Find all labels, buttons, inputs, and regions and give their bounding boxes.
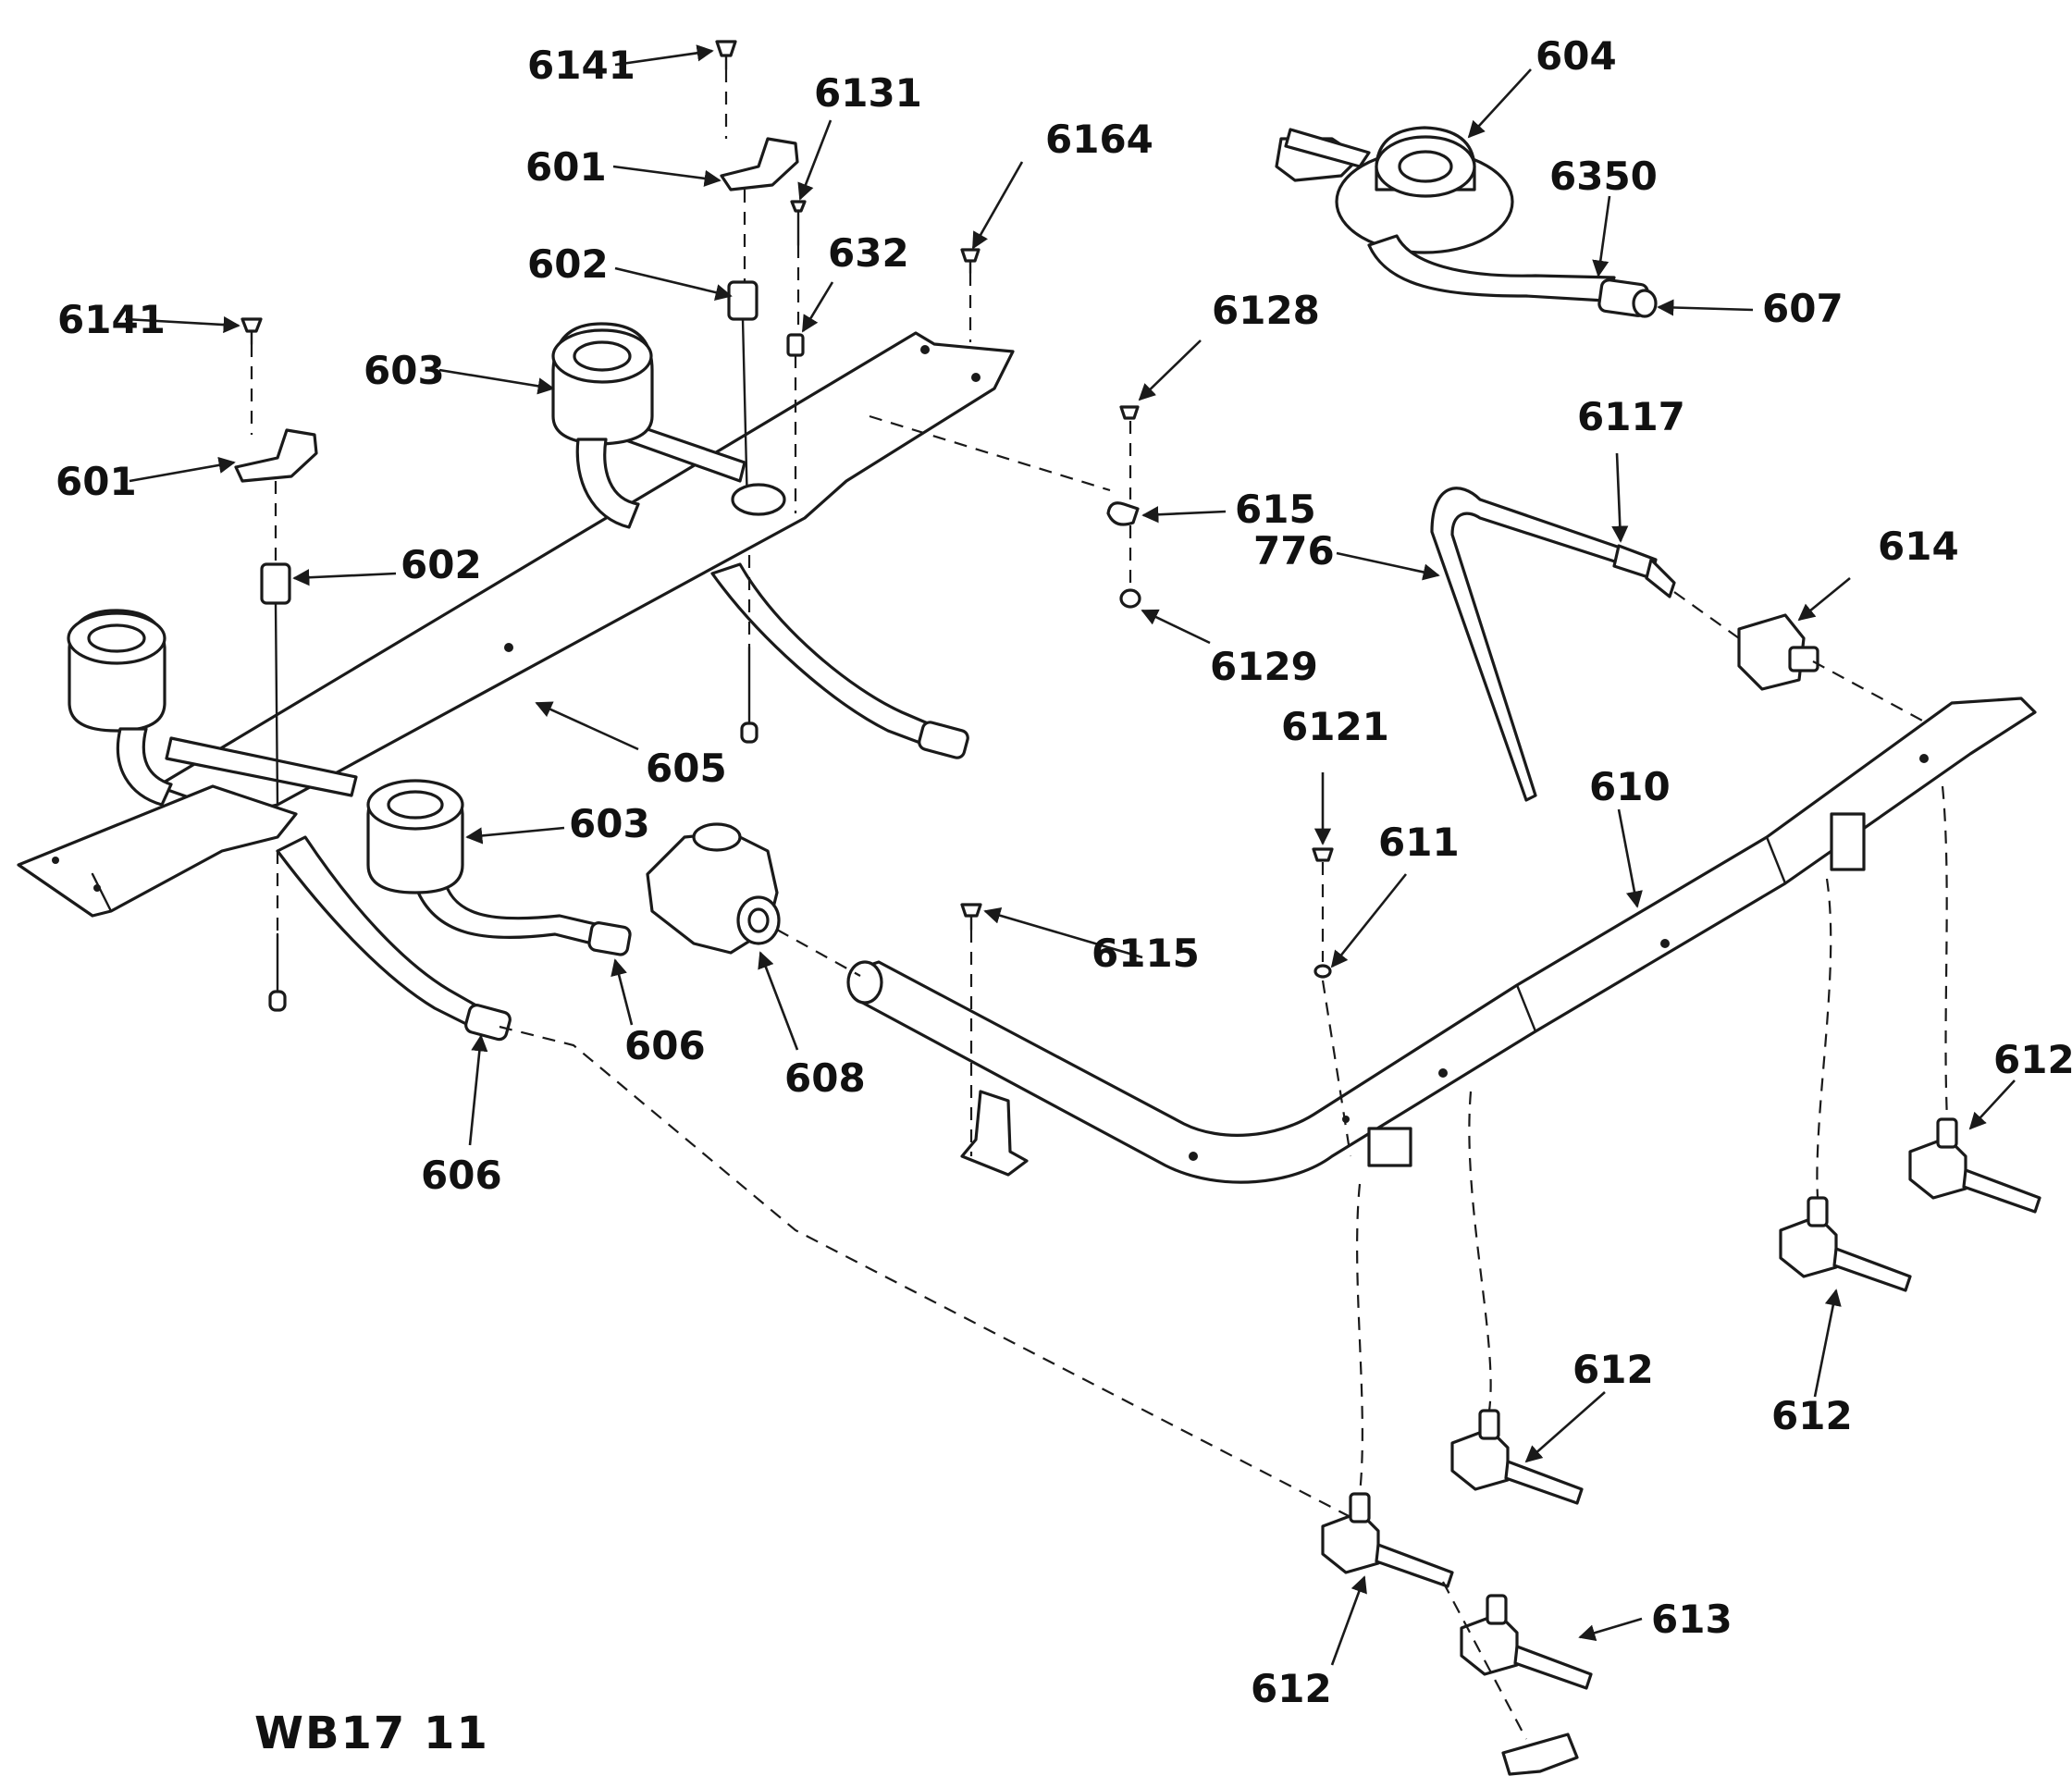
callout-613: 613: [1651, 1597, 1733, 1642]
brackets-and-rods-left: [234, 40, 980, 1012]
callout-6141: 6141: [527, 43, 635, 88]
burner-rear-603: [551, 322, 654, 529]
callout-labels: 6141 601 6131 602 632 6164 6141 603 601 …: [56, 33, 2072, 1759]
valve-612-a: [1321, 1492, 1454, 1588]
callout-612: 612: [1771, 1393, 1853, 1438]
pressure-regulator-608: [646, 822, 781, 955]
valve-614: [1737, 613, 1819, 691]
tube-776: [1430, 487, 1676, 802]
callout-607: 607: [1762, 286, 1844, 331]
callout-604: 604: [1536, 33, 1617, 79]
callout-6141: 6141: [57, 297, 166, 342]
callout-6115: 6115: [1092, 931, 1200, 976]
callout-6117: 6117: [1577, 394, 1685, 439]
callout-603: 603: [569, 801, 650, 846]
burner-support-605: [17, 331, 1015, 918]
callout-603: 603: [364, 348, 445, 393]
callout-6350: 6350: [1549, 154, 1658, 199]
callout-614: 614: [1878, 524, 1959, 569]
callout-6121: 6121: [1281, 704, 1389, 749]
callout-605: 605: [646, 746, 727, 791]
callout-6128: 6128: [1212, 288, 1320, 333]
figure-code: WB17 11: [254, 1708, 489, 1759]
callout-6164: 6164: [1045, 117, 1153, 162]
valve-612-d: [1908, 1117, 2041, 1214]
callout-632: 632: [828, 230, 909, 276]
valve-612-c: [1779, 1196, 1912, 1292]
callout-612: 612: [1251, 1666, 1332, 1711]
callout-601: 601: [525, 144, 607, 190]
callout-611: 611: [1378, 820, 1460, 865]
callout-6131: 6131: [814, 70, 922, 116]
burner-oven-604: [1275, 126, 1658, 318]
callout-606: 606: [624, 1023, 706, 1068]
burner-left-603: [67, 609, 173, 807]
burner-front-603: [366, 779, 464, 894]
callout-610: 610: [1589, 764, 1671, 809]
callout-6129: 6129: [1210, 644, 1318, 689]
knob-613: [1501, 1733, 1579, 1776]
callout-615: 615: [1235, 487, 1316, 532]
clip-parts: [960, 405, 1334, 979]
leader-arrows: [124, 44, 2016, 1666]
dashed-connectors: [250, 69, 1949, 1740]
callout-601: 601: [56, 459, 137, 504]
callout-776: 776: [1253, 528, 1335, 574]
callout-602: 602: [401, 542, 482, 587]
callout-612: 612: [1993, 1037, 2072, 1082]
callout-608: 608: [784, 1055, 866, 1101]
valve-612-b: [1450, 1409, 1584, 1505]
callout-602: 602: [527, 241, 609, 287]
manifold-610: [846, 697, 2037, 1184]
valve-612-e: [1460, 1594, 1593, 1690]
callout-606: 606: [421, 1153, 502, 1198]
callout-612: 612: [1572, 1347, 1654, 1392]
